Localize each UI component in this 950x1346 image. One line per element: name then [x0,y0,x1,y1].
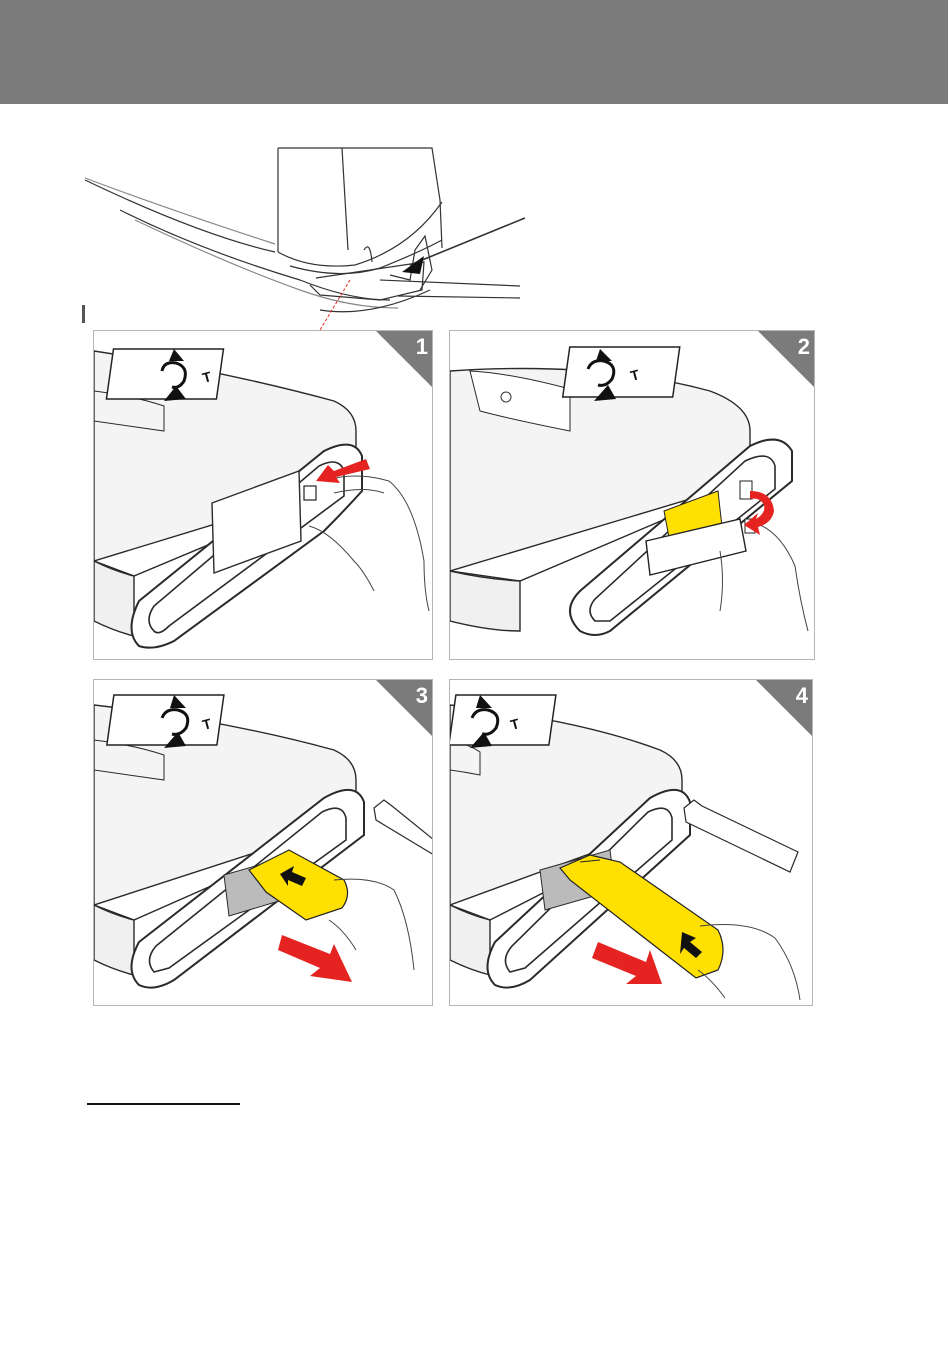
ear-t-icon: T [563,347,680,401]
step-panel-4: T 4 [449,679,813,1006]
guide-line-red [320,280,350,330]
ear-t-icon: T [450,695,556,748]
device-overview-illustration [80,140,530,330]
step-number: 4 [778,684,808,708]
ear-t-icon: T [106,349,223,401]
header-band [0,0,948,104]
step-number: 2 [780,335,810,359]
step-panel-2: T 2 [449,330,815,660]
step-number: 3 [398,684,428,708]
step-panel-3: T 3 [93,679,433,1006]
red-arrow-icon [278,935,352,982]
step-panel-1: T 1 [93,330,433,660]
red-arrow-icon [592,942,662,984]
section-rule [87,1103,240,1105]
ear-t-icon: T [107,695,224,748]
step-number: 1 [398,335,428,359]
header-band-fill [0,0,948,104]
